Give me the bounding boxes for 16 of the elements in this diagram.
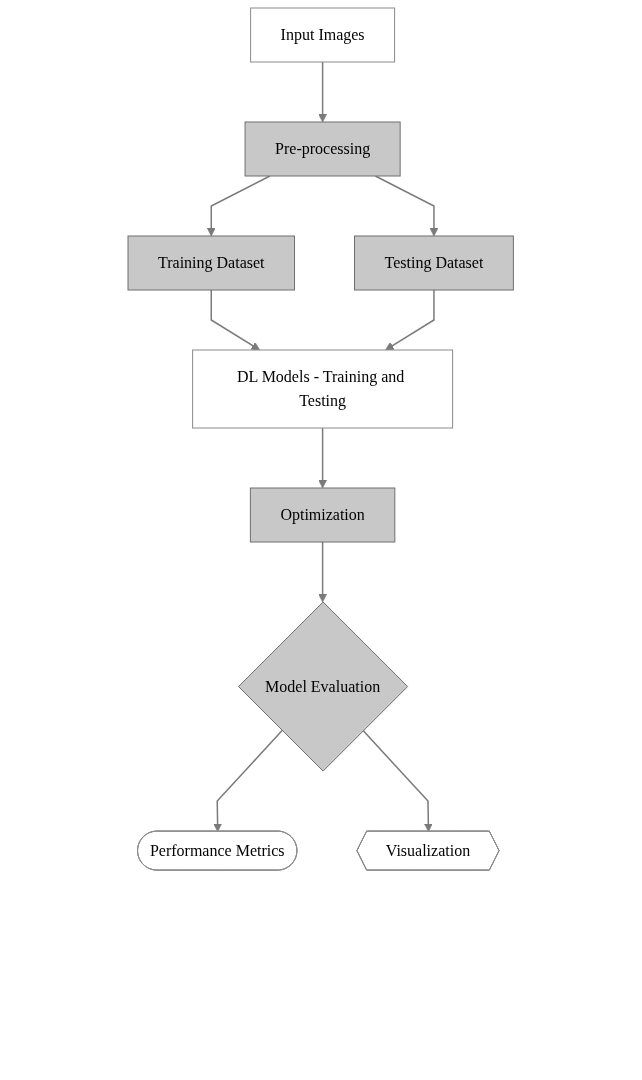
- arrow: [385, 289, 435, 351]
- node-box: Pre-processing: [244, 121, 401, 177]
- node-diamond: Model Evaluation: [238, 601, 409, 772]
- node-box: Optimization: [250, 487, 396, 543]
- arrow: [213, 729, 284, 832]
- arrow: [362, 729, 434, 832]
- arrow: [318, 61, 328, 123]
- arrow: [318, 541, 328, 603]
- arrow: [207, 175, 271, 237]
- arrow: [318, 427, 328, 489]
- node-box: Training Dataset: [127, 235, 296, 291]
- arrow: [210, 289, 261, 351]
- arrow: [374, 175, 439, 237]
- node-box: Testing Dataset: [354, 235, 515, 291]
- node-box: Input Images: [250, 7, 396, 63]
- node-box: DL Models - Training and Testing: [192, 349, 454, 429]
